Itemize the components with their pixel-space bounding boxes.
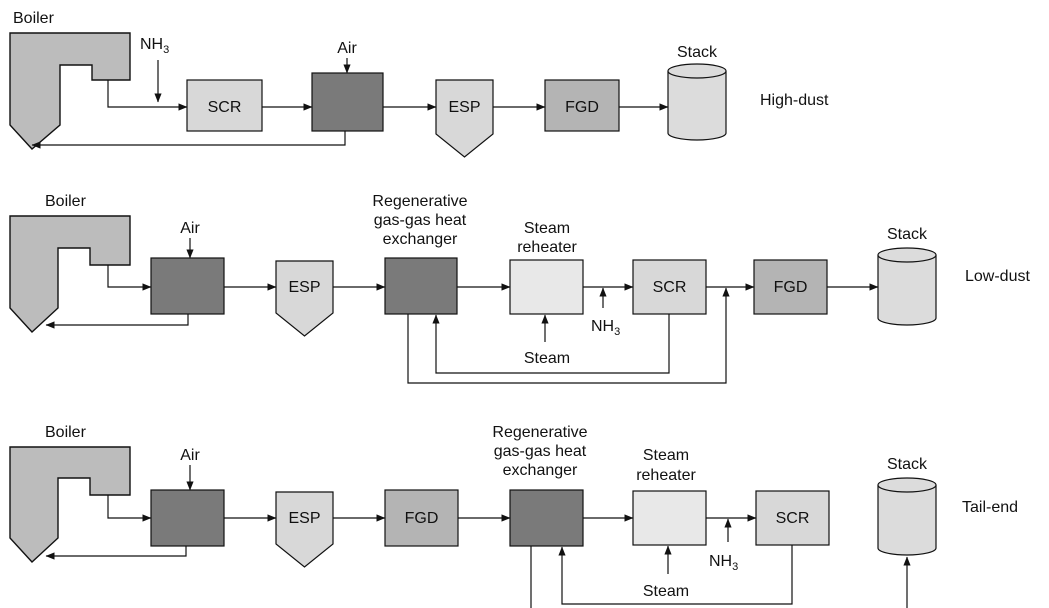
- scr-label: SCR: [776, 510, 810, 527]
- scr-label: SCR: [653, 279, 687, 296]
- bypass-arrow: [407, 287, 730, 384]
- esp-label: ESP: [288, 510, 320, 527]
- stack: [877, 477, 937, 556]
- air-label: Air: [180, 220, 200, 237]
- stack-label: Stack: [887, 456, 928, 473]
- fgd-label: FGD: [405, 510, 439, 527]
- low-dust-title: Low-dust: [965, 268, 1030, 285]
- air-heater: [311, 72, 384, 132]
- esp-unit: [275, 260, 334, 337]
- nh3-label: NH3: [591, 318, 620, 338]
- stack: [877, 247, 937, 326]
- steam-reheater: [632, 490, 707, 546]
- high-dust-configuration: Boiler NH3 SCR Air ESP FGD Stack High-du…: [9, 10, 829, 158]
- regen-label-line3: exchanger: [503, 462, 578, 479]
- stack-label: Stack: [677, 44, 718, 61]
- steam-reheater: [509, 259, 584, 315]
- flow-arrow: [107, 495, 152, 522]
- steam-reheater-label-line1: Steam: [524, 220, 570, 237]
- boiler-label: Boiler: [13, 10, 55, 27]
- esp-label: ESP: [448, 99, 480, 116]
- regen-label-line1: Regenerative: [372, 193, 467, 210]
- steam-reheater-label-line2: reheater: [636, 467, 696, 484]
- boiler-label: Boiler: [45, 424, 87, 441]
- tail-end-title: Tail-end: [962, 499, 1018, 516]
- flow-arrow: [107, 80, 188, 111]
- boiler: [9, 446, 131, 563]
- air-return-arrow: [45, 314, 189, 329]
- flow-arrow: [107, 265, 152, 291]
- boiler-label: Boiler: [45, 193, 87, 210]
- reheat-return-arrow: [432, 314, 670, 374]
- air-return-arrow: [45, 546, 187, 560]
- low-dust-configuration: Boiler Air ESP Regenerative gas-gas heat…: [9, 193, 1030, 384]
- scr-unit: [186, 79, 263, 132]
- fgd-label: FGD: [565, 99, 599, 116]
- high-dust-title: High-dust: [760, 92, 829, 109]
- regen-label-line1: Regenerative: [492, 424, 587, 441]
- steam-label: Steam: [643, 583, 689, 600]
- air-heater: [150, 489, 225, 547]
- nh3-label: NH3: [709, 553, 738, 573]
- steam-reheater-label-line1: Steam: [643, 447, 689, 464]
- scr-label: SCR: [208, 99, 242, 116]
- esp-unit: [275, 491, 334, 568]
- regen-label-line3: exchanger: [383, 231, 458, 248]
- boiler: [9, 215, 131, 333]
- regen-label-line2: gas-gas heat: [494, 443, 587, 460]
- air-label: Air: [180, 447, 200, 464]
- esp-unit: [435, 79, 494, 158]
- air-heater: [150, 257, 225, 315]
- reheat-return-arrow: [558, 545, 793, 605]
- steam-label: Steam: [524, 350, 570, 367]
- esp-label: ESP: [288, 279, 320, 296]
- stack-label: Stack: [887, 226, 928, 243]
- fgd-label: FGD: [774, 279, 808, 296]
- scr-unit: [755, 490, 830, 546]
- regen-heat-exchanger: [509, 489, 584, 547]
- regen-label-line2: gas-gas heat: [374, 212, 467, 229]
- fgd-unit: [544, 79, 620, 132]
- regen-heat-exchanger: [384, 257, 458, 315]
- air-label: Air: [337, 40, 357, 57]
- air-return-arrow: [31, 131, 346, 149]
- steam-reheater-label-line2: reheater: [517, 239, 577, 256]
- stack: [667, 63, 727, 141]
- scr-unit: [632, 259, 707, 315]
- boiler: [9, 32, 131, 150]
- nh3-label: NH3: [140, 36, 169, 56]
- tail-end-configuration: Boiler Air ESP FGD Regenerative gas-gas …: [9, 424, 1018, 608]
